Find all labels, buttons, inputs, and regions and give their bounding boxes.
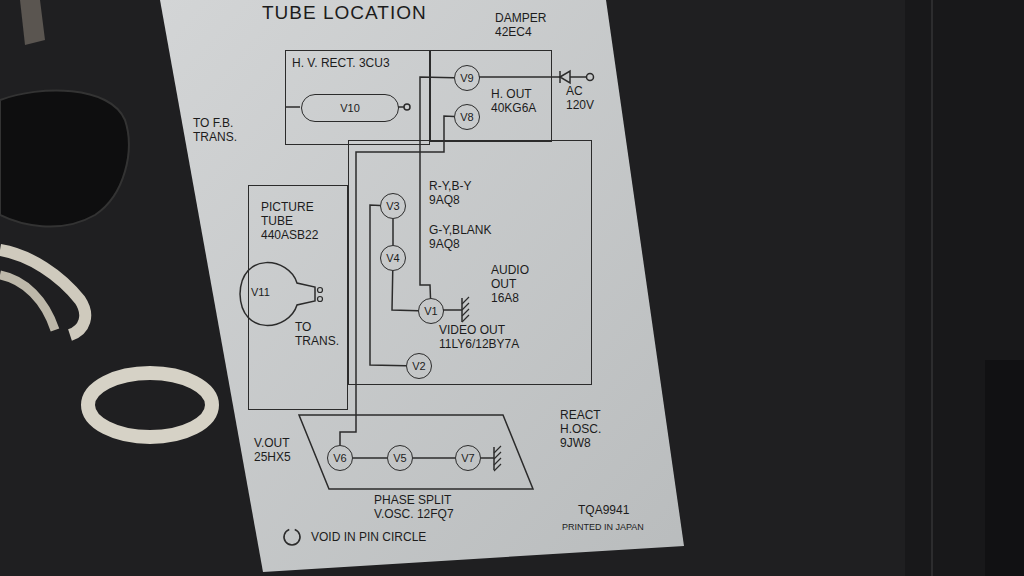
tube-number: V5 — [393, 452, 406, 465]
side-panel — [905, 0, 1024, 576]
wire-note: TO F.B. TRANS. — [193, 116, 273, 144]
ground-wire — [443, 309, 462, 311]
tube-type-label: G-Y,BLANK 9AQ8 — [429, 223, 505, 251]
heater-wire — [392, 219, 394, 245]
terminal — [404, 104, 410, 110]
tube-number: V9 — [460, 72, 473, 85]
heater-wire — [370, 205, 406, 366]
ac-wire — [570, 76, 586, 78]
tube-number: V1 — [424, 305, 437, 318]
tube-socket: V3 — [380, 193, 406, 219]
ground-hatch — [462, 297, 469, 322]
tube-socket: V9 — [454, 65, 480, 91]
cable — [0, 250, 85, 335]
tube-socket: V8 — [454, 104, 480, 130]
tube-number: V2 — [412, 360, 425, 373]
tube-number: V4 — [386, 252, 399, 265]
terminal — [318, 297, 323, 302]
tube-socket: V5 — [387, 445, 413, 471]
horizontal-output-region: DAMPER 42EC4H. OUT 40KG6AV9V8 — [430, 50, 552, 142]
picture-tube-region: PICTURE TUBE 440ASB22 TO TRANS. V11 — [248, 185, 348, 410]
tube-number: V8 — [460, 111, 473, 124]
tube-type-label: AUDIO OUT 16A8 — [491, 263, 529, 305]
cable-ring — [88, 373, 212, 437]
tube-number: V3 — [386, 200, 399, 213]
cable-loop — [0, 90, 129, 226]
panel-slot — [985, 360, 1024, 576]
cable — [0, 275, 55, 330]
main-board-region: R-Y,B-Y 9AQ8G-Y,BLANK 9AQ8AUDIO OUT 16A8… — [348, 140, 592, 385]
void-pin-symbol — [284, 529, 300, 545]
tube-type-label: V.OUT 25HX5 — [254, 436, 291, 464]
ground-wire — [481, 457, 494, 459]
label-card — [160, 0, 684, 572]
tube-socket: V4 — [380, 245, 406, 271]
picture-tube-outline — [237, 251, 329, 337]
tube-socket: V2 — [406, 353, 432, 379]
board-outline — [299, 415, 533, 489]
rectifier-tube: V10 — [301, 94, 399, 122]
deflection-board: V.OUT 25HX5REACT H.OSC. 9JW8PHASE SPLIT … — [298, 414, 534, 490]
diode-bar — [559, 71, 561, 83]
tube-type-label: H. V. RECT. 3CU3 — [292, 56, 390, 70]
diode-symbol — [560, 71, 570, 83]
bulb-outline — [240, 263, 315, 326]
lead-wire — [286, 106, 300, 108]
connector — [20, 0, 45, 45]
tube-type-label: REACT H.OSC. 9JW8 — [560, 408, 601, 450]
tube-type-label: TO TRANS. — [295, 320, 339, 348]
tube-type-label: DAMPER 42EC4 — [495, 11, 546, 39]
panel-edge — [931, 0, 933, 576]
title-text: TUBE LOCATION — [262, 2, 427, 24]
part-number: TQA9941 — [578, 503, 629, 517]
print-note: PRINTED IN JAPAN — [562, 522, 644, 533]
tube-type-label: PICTURE TUBE 440ASB22 — [261, 200, 318, 242]
tube-number: V10 — [340, 102, 360, 115]
tube-number: V6 — [333, 452, 346, 465]
heater-wire — [392, 271, 418, 311]
tube-socket: V7 — [455, 445, 481, 471]
heater-wire — [413, 457, 455, 459]
ac-wire — [479, 76, 560, 78]
legend-note: VOID IN PIN CIRCLE — [311, 530, 426, 544]
ground-hatch — [494, 446, 501, 471]
tube-socket: V1 — [418, 298, 444, 324]
tube-type-label: R-Y,B-Y 9AQ8 — [429, 179, 493, 207]
tube-type-label: H. OUT 40KG6A — [491, 87, 547, 115]
tube-type-label: VIDEO OUT 11LY6/12BY7A — [439, 323, 519, 351]
terminal — [587, 74, 594, 81]
tube-socket: V6 — [327, 445, 353, 471]
heater-wire — [340, 116, 454, 445]
tube-type-label: PHASE SPLIT V.OSC. 12FQ7 — [374, 493, 470, 521]
picture-tube: V11 — [237, 251, 329, 337]
tube-number: V11 — [251, 286, 270, 299]
supply-note: AC 120V — [566, 84, 594, 112]
tube-number: V7 — [461, 452, 474, 465]
heater-wire — [353, 457, 387, 459]
rectifier-region: H. V. RECT. 3CU3V10 — [285, 50, 430, 145]
terminal — [318, 288, 323, 293]
